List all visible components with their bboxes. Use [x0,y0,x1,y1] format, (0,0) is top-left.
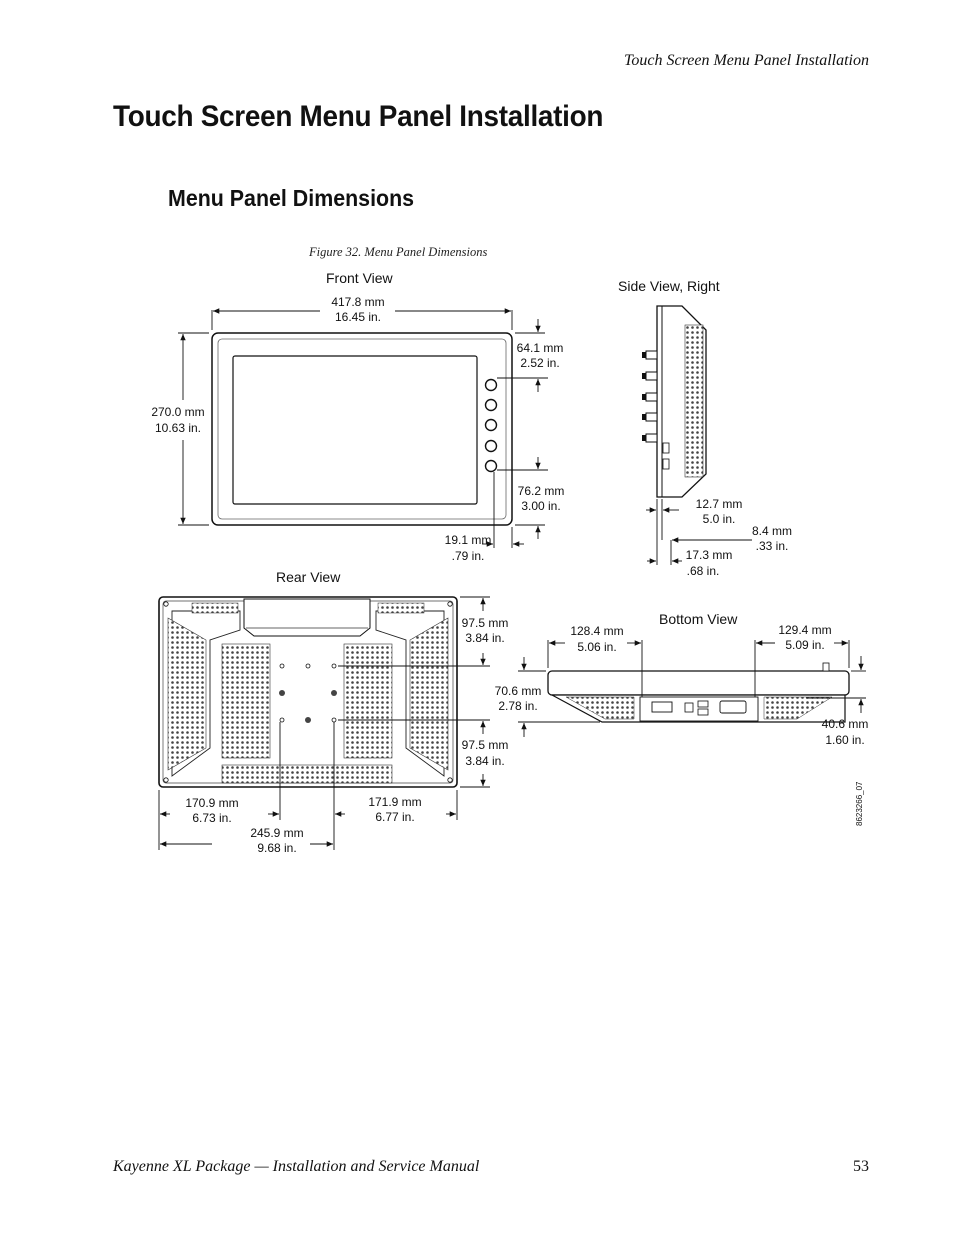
side-knobs [642,350,658,443]
bottom-view-label: Bottom View [659,611,738,627]
rear-vent-right [409,617,449,771]
rear-connector-cover [243,598,371,637]
menu-panel-dimensions-figure: Front View 417.8 mm 16.45 in. 270.0 mm 1… [151,270,869,855]
front-button [484,418,498,432]
rear-mid-mm: 245.9 mm [250,826,303,840]
page-title: Touch Screen Menu Panel Installation [113,100,604,133]
section-title: Menu Panel Dimensions [168,185,415,211]
rear-right-in: 6.77 in. [375,810,414,824]
side-view-label: Side View, Right [618,278,720,294]
side-dim-c-in: .68 in. [687,564,720,578]
bottom-right-mm: 129.4 mm [778,623,831,637]
bottom-right-in: 5.09 in. [785,638,824,652]
front-height-mm: 270.0 mm [151,405,204,419]
front-bezel-inner [217,338,507,520]
bottom-usb-port [697,700,709,708]
drawing-id: 8623266_07 [855,781,864,826]
bottom-vent-left [565,696,635,720]
bottom-port [684,702,694,713]
front-bottom-button-mm: 76.2 mm [518,484,565,498]
front-view: Front View 417.8 mm 16.45 in. 270.0 mm 1… [151,270,564,563]
side-port [662,458,670,470]
rear-vent-left [167,617,207,771]
front-buttons [484,378,498,473]
side-port [662,442,670,454]
rear-top-in: 3.84 in. [465,631,504,645]
running-head: Touch Screen Menu Panel Installation [624,52,869,69]
bottom-left-mm: 128.4 mm [570,624,623,638]
bottom-serial-port [719,700,747,714]
side-vent-grille [684,324,704,478]
rear-vent-center-left [221,643,271,759]
bottom-front-edge [547,670,850,696]
side-dim-b-in: .33 in. [756,539,789,553]
bottom-height-in: 2.78 in. [498,699,537,713]
rear-bottom-in: 3.84 in. [465,754,504,768]
rear-right-mm: 171.9 mm [368,795,421,809]
bottom-vent-right [763,696,833,720]
front-height-in: 10.63 in. [155,421,201,435]
front-bottom-button-in: 3.00 in. [521,499,560,513]
side-dim-a-mm: 12.7 mm [696,497,743,511]
front-button [484,459,498,473]
bottom-depth-in: 1.60 in. [825,733,864,747]
front-view-label: Front View [326,270,394,286]
figure-caption: Figure 32. Menu Panel Dimensions [309,245,488,259]
rear-vent-center-right [343,643,393,759]
bottom-dvi-port [651,701,673,713]
bottom-depth-mm: 40.6 mm [822,717,869,731]
front-right-margin-mm: 19.1 mm [445,533,492,547]
front-width-in: 16.45 in. [335,310,381,324]
rear-vent-bottom [221,764,393,784]
front-screen [232,355,478,505]
front-top-button-mm: 64.1 mm [517,341,564,355]
footer-manual-title: Kayenne XL Package — Installation and Se… [113,1158,480,1175]
page-number: 53 [853,1158,869,1175]
rear-left-mm: 170.9 mm [185,796,238,810]
front-top-button-in: 2.52 in. [520,356,559,370]
front-right-margin-in: .79 in. [452,549,485,563]
bottom-left-in: 5.06 in. [577,640,616,654]
front-button [484,378,498,392]
rear-mount-holes [279,663,337,723]
side-dim-b-mm: 8.4 mm [752,524,792,538]
bottom-height-mm: 70.6 mm [495,684,542,698]
rear-mid-in: 9.68 in. [257,841,296,855]
side-dim-a-in: 5.0 in. [703,512,736,526]
rear-top-mm: 97.5 mm [462,616,509,630]
bottom-knob [822,662,830,672]
bottom-view: Bottom View 128.4 mm 5.06 in. 129.4 mm 5… [495,611,869,747]
front-button [484,439,498,453]
front-width-mm: 417.8 mm [331,295,384,309]
side-dim-c-mm: 17.3 mm [686,548,733,562]
rear-bottom-mm: 97.5 mm [462,738,509,752]
rear-view: Rear View [158,569,509,855]
front-button [484,398,498,412]
rear-view-label: Rear View [276,569,341,585]
side-view: Side View, Right 12.7 mm 5.0 in. 8.4 mm … [618,278,792,578]
bottom-usb-port [697,708,709,716]
rear-left-in: 6.73 in. [192,811,231,825]
